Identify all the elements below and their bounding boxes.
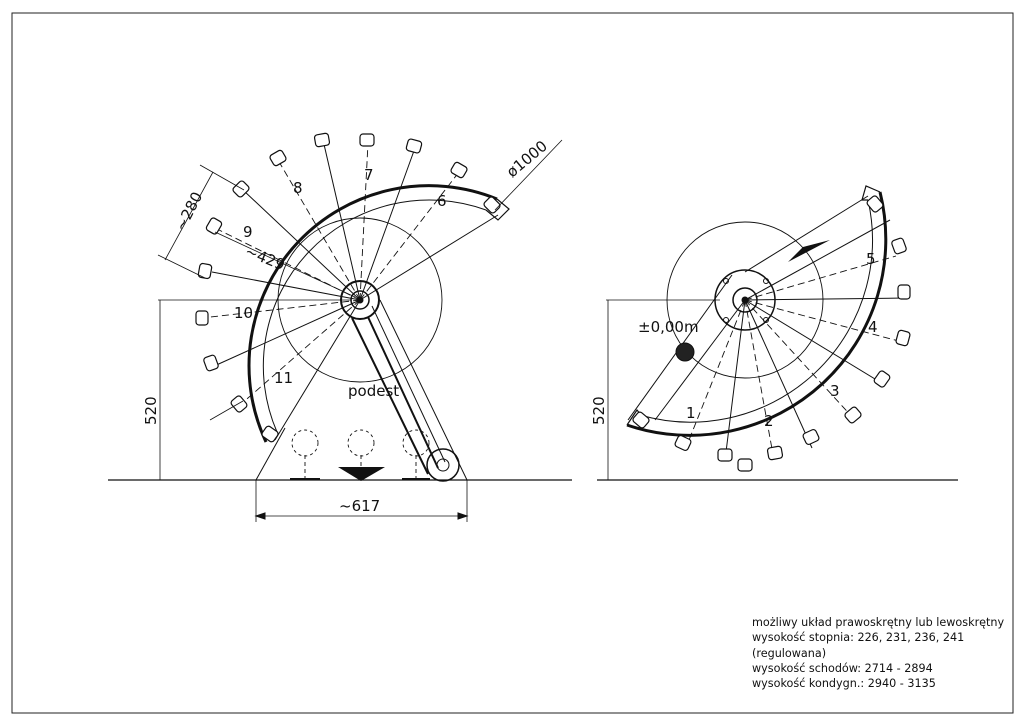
step-label: 1 <box>686 404 696 422</box>
level-marker <box>675 342 695 362</box>
landing-label: podest <box>348 382 399 400</box>
level-label: ±0,00m <box>638 318 699 336</box>
left-stair-plan <box>108 132 572 522</box>
span-label: ~617 <box>339 497 380 515</box>
step-label: 10 <box>234 304 253 322</box>
height-label-left: 520 <box>142 396 160 425</box>
notes-block: możliwy układ prawoskrętny lub lewoskręt… <box>752 615 1005 691</box>
step-label: 11 <box>274 369 293 387</box>
height-label-right: 520 <box>590 396 608 425</box>
step-label: 6 <box>437 192 447 210</box>
rim-end-cap <box>485 198 510 221</box>
step-label: 8 <box>293 179 303 197</box>
step-label: 7 <box>364 166 374 184</box>
direction-arrow <box>788 240 830 262</box>
step-label: 9 <box>243 223 253 241</box>
step-label: 5 <box>866 250 876 268</box>
inner-rim-left <box>262 199 487 433</box>
note-line: możliwy układ prawoskrętny lub lewoskręt… <box>752 616 1005 629</box>
inner-rim-right <box>639 199 873 423</box>
step-label: 2 <box>764 412 774 430</box>
depth-label: ~429 <box>243 242 288 274</box>
note-line: wysokość kondygn.: 2940 - 3135 <box>752 677 936 691</box>
step-label: 4 <box>868 318 878 336</box>
width-label: ~280 <box>172 189 207 234</box>
sheet-frame <box>11 12 1014 714</box>
note-line: (regulowana) <box>752 646 827 660</box>
note-line: wysokość schodów: 2714 - 2894 <box>752 661 933 675</box>
landing-foot <box>426 448 460 482</box>
landing-arrow <box>338 467 385 481</box>
outer-rim-right <box>626 191 888 437</box>
note-line: wysokość stopnia: 226, 231, 236, 241 <box>752 631 965 645</box>
right-stair-plan <box>597 185 958 481</box>
step-label: 3 <box>830 382 840 400</box>
